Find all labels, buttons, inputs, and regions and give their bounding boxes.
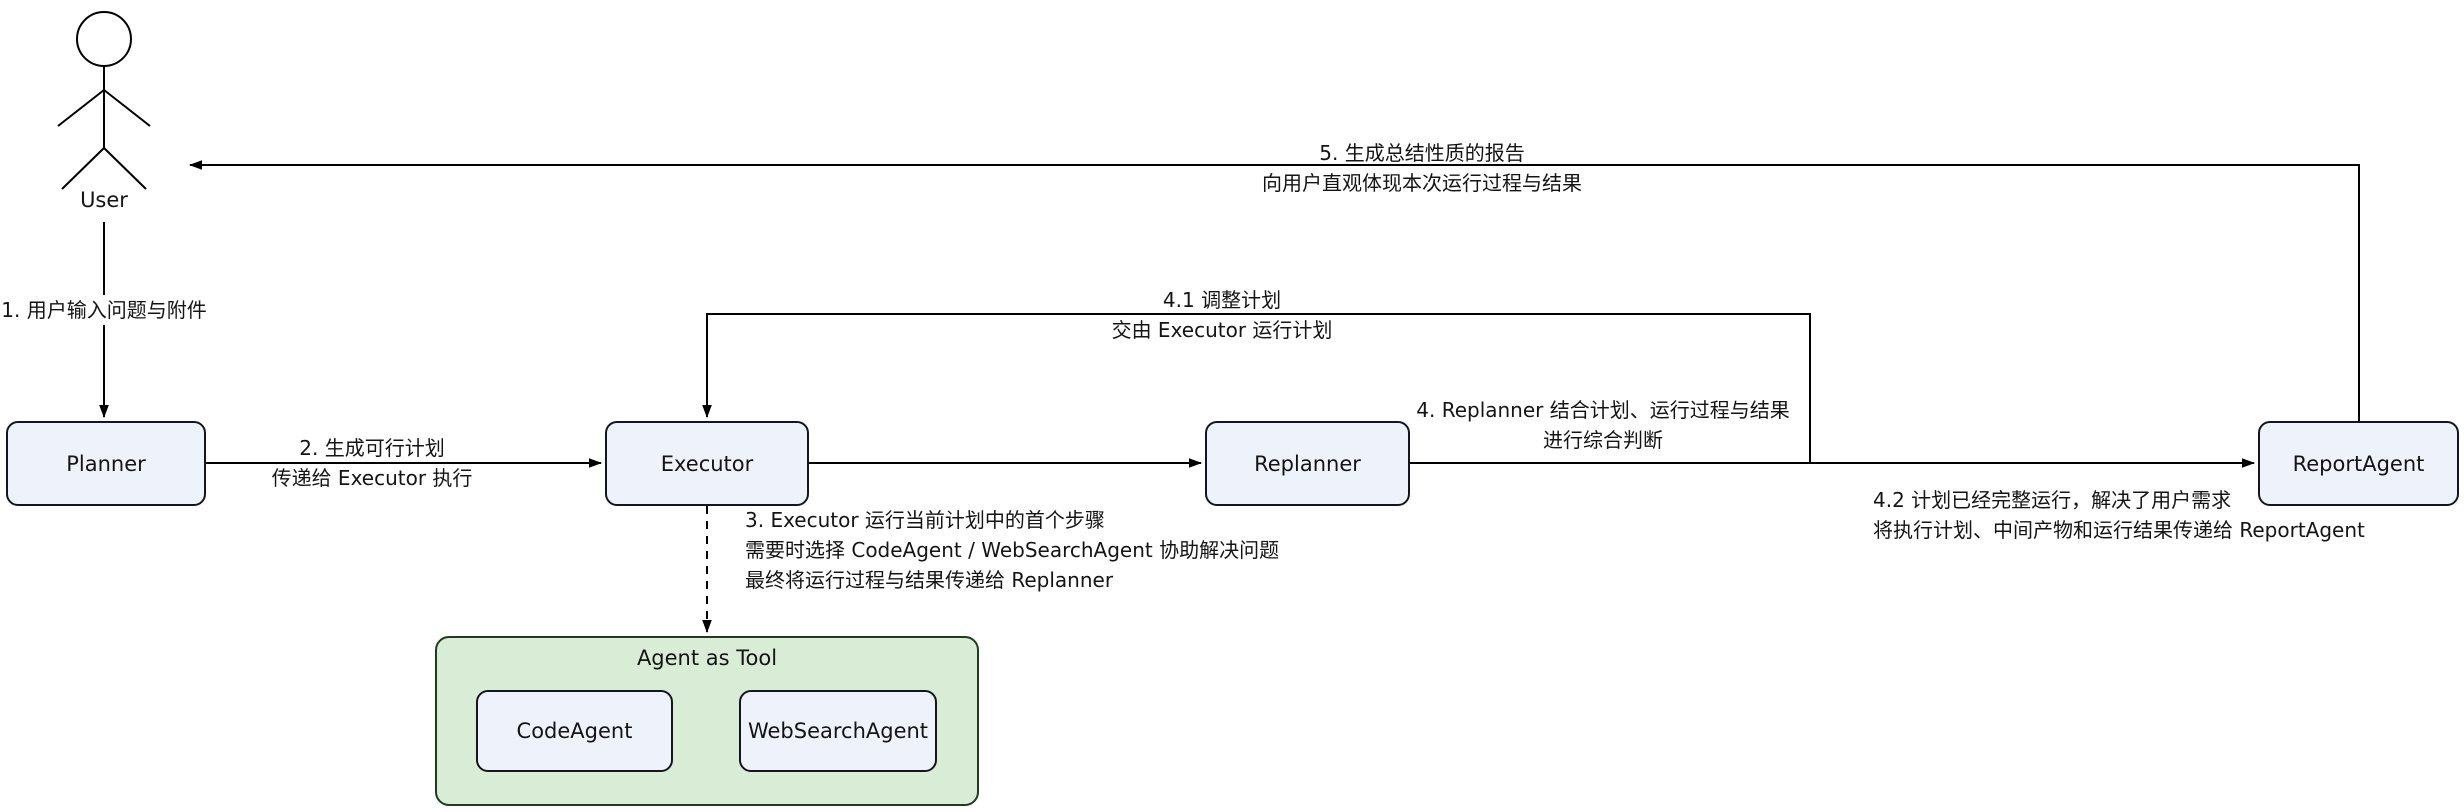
edge-step5-arrow	[189, 160, 2360, 421]
node-web-search-agent-label: WebSearchAgent	[747, 719, 929, 743]
node-code-agent-label: CodeAgent	[516, 719, 633, 743]
edge-label-step4-2-line1: 4.2 计划已经完整运行，解决了用户需求	[1873, 488, 2232, 512]
edge-label-step3: 3. Executor 运行当前计划中的首个步骤 需要时选择 CodeAgent…	[745, 505, 1279, 595]
edge-label-step2: 2. 生成可行计划 传递给 Executor 执行	[272, 433, 473, 493]
node-planner: Planner	[6, 421, 206, 506]
edge-label-step4-2: 4.2 计划已经完整运行，解决了用户需求 将执行计划、中间产物和运行结果传递给 …	[1873, 485, 2365, 545]
node-planner-label: Planner	[66, 451, 146, 476]
edge-label-step4-1: 4.1 调整计划 交由 Executor 运行计划	[1112, 285, 1333, 345]
node-report-agent-label: ReportAgent	[2292, 451, 2425, 476]
edge-label-step4: 4. Replanner 结合计划、运行过程与结果 进行综合判断	[1416, 395, 1790, 455]
edge-label-step3-line1: 3. Executor 运行当前计划中的首个步骤	[745, 508, 1105, 532]
edge-label-step5-line2: 向用户直观体现本次运行过程与结果	[1262, 171, 1582, 195]
actor-user-label: User	[80, 188, 128, 212]
edge-label-step2-line1: 2. 生成可行计划	[299, 436, 445, 460]
edge-label-step3-line2: 需要时选择 CodeAgent / WebSearchAgent 协助解决问题	[745, 538, 1280, 562]
edge-label-step4-1-line2: 交由 Executor 运行计划	[1111, 318, 1333, 342]
node-executor: Executor	[605, 421, 809, 506]
edge-label-step2-line2: 传递给 Executor 执行	[271, 466, 473, 490]
node-replanner-label: Replanner	[1254, 451, 1361, 476]
node-web-search-agent: WebSearchAgent	[739, 690, 937, 772]
edge-label-step4-line1: 4. Replanner 结合计划、运行过程与结果	[1416, 398, 1790, 422]
user-actor-icon	[57, 11, 151, 190]
group-agent-as-tool-title: Agent as Tool	[636, 646, 778, 670]
node-report-agent: ReportAgent	[2258, 421, 2459, 506]
edge-label-step5-line1: 5. 生成总结性质的报告	[1319, 141, 1525, 165]
node-code-agent: CodeAgent	[476, 690, 673, 772]
edge-label-step4-line2: 进行综合判断	[1543, 428, 1663, 452]
edge-step4-1-loop-arrow	[702, 313, 1811, 463]
edge-label-step1-line1: 1. 用户输入问题与附件	[1, 298, 207, 322]
edge-label-step4-1-line1: 4.1 调整计划	[1162, 288, 1282, 312]
edge-label-step1: 1. 用户输入问题与附件	[0, 295, 213, 325]
node-replanner: Replanner	[1205, 421, 1410, 506]
edge-label-step5: 5. 生成总结性质的报告 向用户直观体现本次运行过程与结果	[1262, 138, 1582, 198]
node-executor-label: Executor	[660, 451, 754, 476]
edge-label-step4-2-line2: 将执行计划、中间产物和运行结果传递给 ReportAgent	[1873, 518, 2365, 542]
group-agent-as-tool: Agent as Tool CodeAgent WebSearchAgent	[435, 636, 979, 806]
edge-label-step3-line3: 最终将运行过程与结果传递给 Replanner	[745, 568, 1114, 592]
